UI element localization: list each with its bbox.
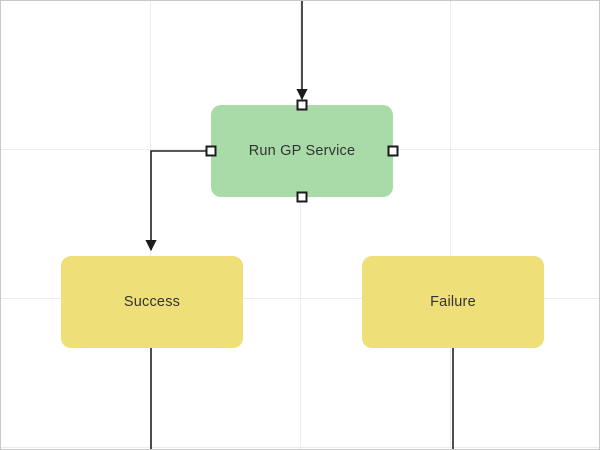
edge-run-gp-service-to-success[interactable] [145,150,211,252]
handle-top-run-gp-service[interactable] [296,99,308,111]
handle-left-run-gp-service[interactable] [205,145,217,157]
node-run-gp-service[interactable]: Run GP Service [205,99,399,203]
node-label-success: Success [123,294,181,310]
handle-right-run-gp-service[interactable] [387,145,399,157]
node-label-run-gp-service: Run GP Service [248,143,356,159]
node-success[interactable]: Success [61,256,243,348]
handle-bottom-run-gp-service[interactable] [296,191,308,203]
node-label-failure: Failure [430,294,476,310]
node-failure[interactable]: Failure [362,256,544,348]
